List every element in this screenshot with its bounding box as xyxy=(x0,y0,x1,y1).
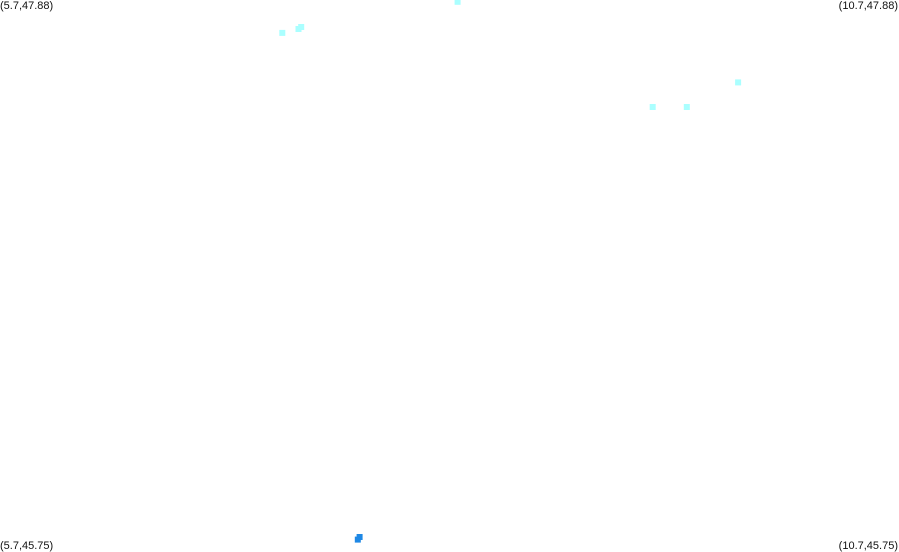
bottom-left-coordinate-label: (5.7,45.75) xyxy=(0,540,54,552)
map-marker[interactable] xyxy=(298,24,305,30)
bottom-right-coordinate-label: (10.7,45.75) xyxy=(838,540,898,552)
map-marker[interactable] xyxy=(356,534,363,540)
map-marker[interactable] xyxy=(735,79,742,86)
top-right-coordinate-label: (10.7,47.88) xyxy=(838,0,898,12)
map-marker[interactable] xyxy=(649,104,656,110)
map-marker[interactable] xyxy=(454,0,461,5)
top-left-coordinate-label: (5.7,47.88) xyxy=(0,0,54,12)
map-marker[interactable] xyxy=(279,29,286,36)
map-marker[interactable] xyxy=(683,104,690,110)
